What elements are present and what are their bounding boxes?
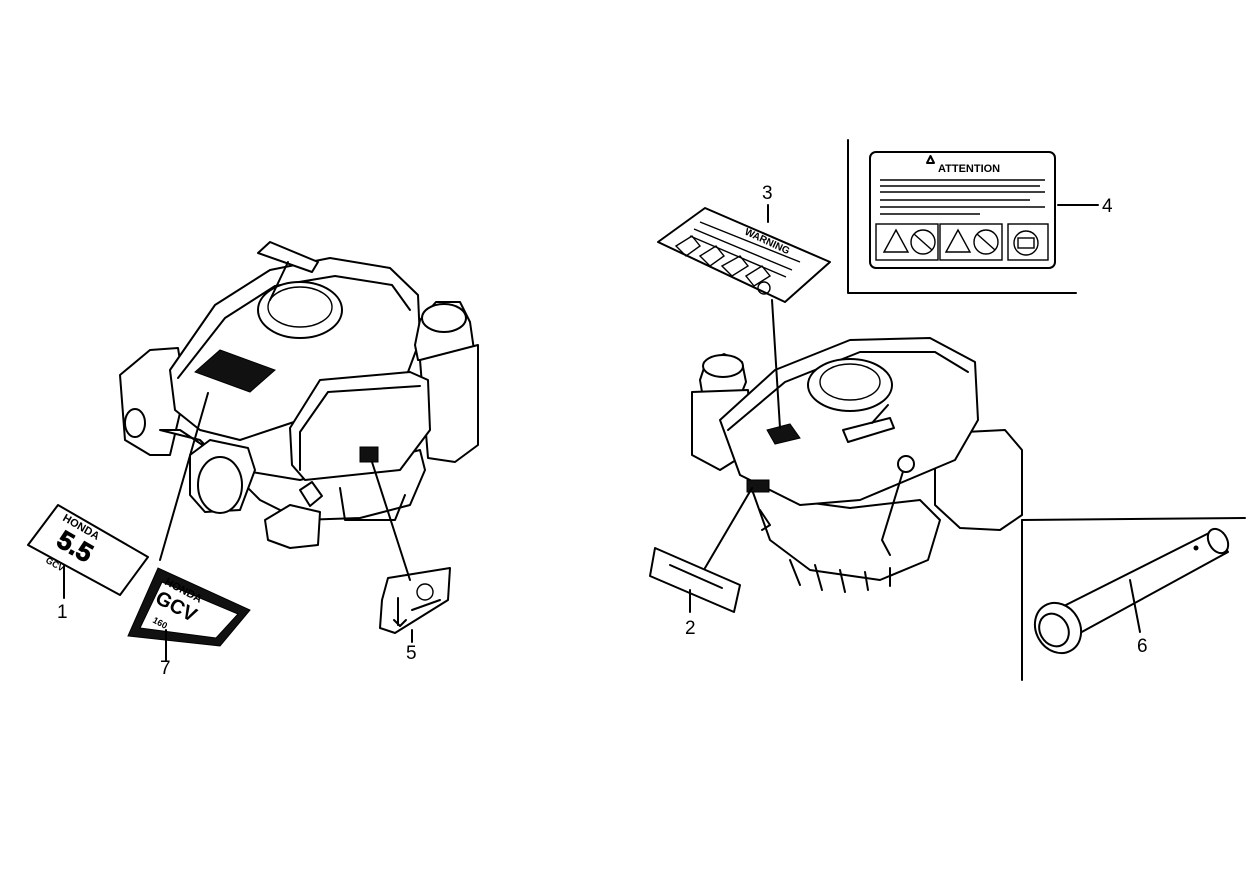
callout-6: 6 [1137,636,1148,657]
label-5-tag [379,567,451,634]
leader-lines [63,204,1141,661]
label-4-heading: ATTENTION [938,163,1000,175]
label-7-emblem: HONDA GCV 160 [127,567,251,647]
engine-right [691,337,1023,593]
label-1-emblem: HONDA 5.5 GCV [27,504,149,596]
label-3-warning: WARNING [657,207,831,303]
callout-1: 1 [57,602,68,623]
label-4-pictograms [875,223,1049,261]
callout-5: 5 [406,643,417,664]
label-4-text-lines [880,179,1045,215]
part-6-plug-wrench [1021,517,1246,681]
callout-2: 2 [685,618,696,639]
callout-7: 7 [160,658,171,679]
engine-left [119,241,479,549]
callout-4: 4 [1102,196,1113,217]
callout-numbers: 1 2 3 4 5 6 7 [57,183,1148,679]
label-2-strip [649,547,741,613]
callout-3: 3 [762,183,773,204]
label-4-attention: ATTENTION [847,139,1077,294]
